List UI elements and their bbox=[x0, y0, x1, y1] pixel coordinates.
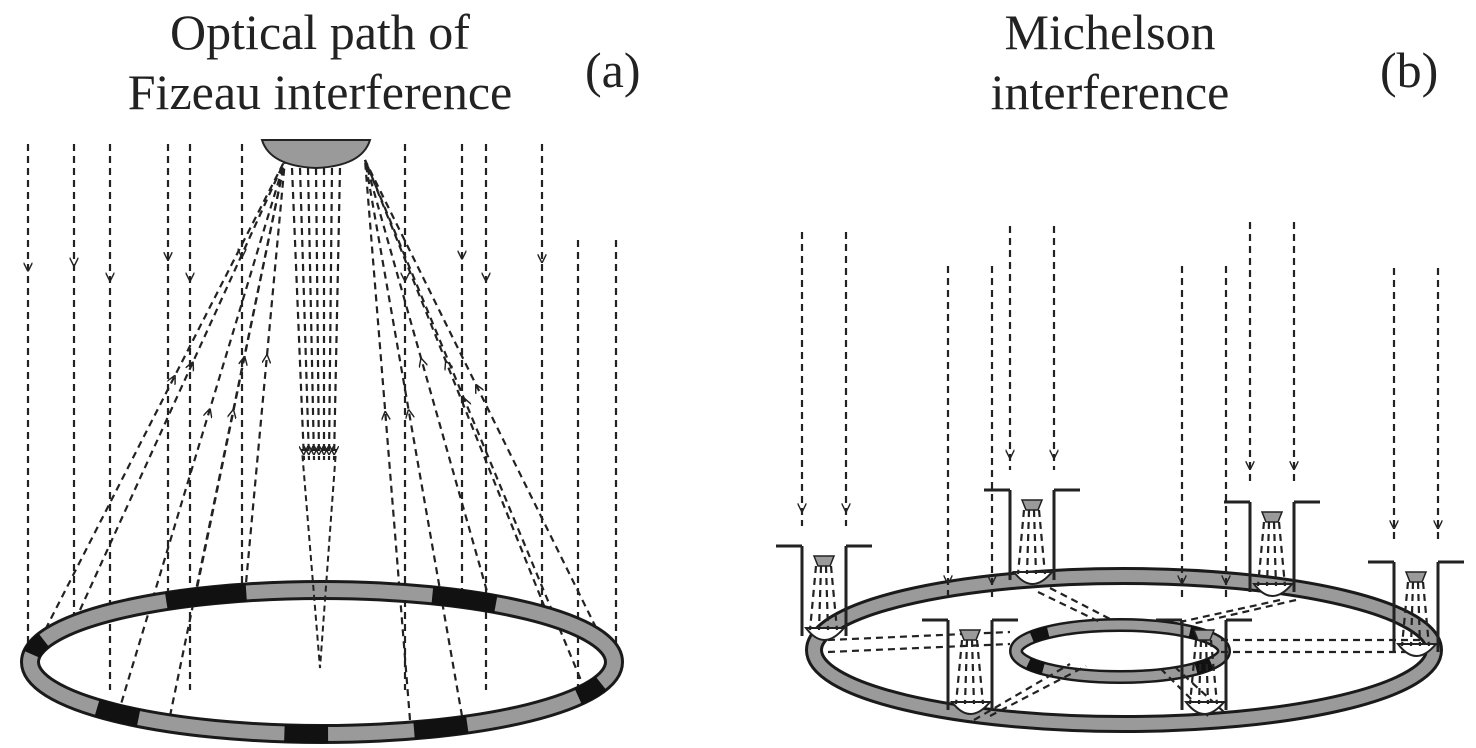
primary-mirror-segment bbox=[284, 724, 329, 743]
primary-mirror bbox=[1183, 701, 1227, 715]
telescope-unit bbox=[776, 232, 872, 641]
internal-ray bbox=[963, 639, 969, 705]
converging-ray bbox=[306, 167, 316, 461]
beam-link bbox=[989, 665, 1087, 717]
reflected-ray bbox=[39, 159, 286, 641]
beam-link bbox=[827, 642, 1011, 654]
internal-ray bbox=[817, 565, 823, 631]
primary-mirror bbox=[1011, 571, 1055, 585]
beam-link bbox=[1191, 598, 1297, 626]
fizeau-title-line-1: Optical path of bbox=[170, 4, 470, 60]
focus-spot bbox=[300, 449, 338, 669]
converging-ray bbox=[332, 167, 342, 461]
reflected-ray bbox=[363, 159, 464, 717]
reflected-ray bbox=[116, 159, 287, 715]
internal-ray bbox=[1025, 509, 1031, 575]
internal-ray bbox=[970, 639, 976, 705]
combiner-segment bbox=[1029, 626, 1050, 643]
reflected-ray bbox=[363, 159, 412, 721]
internal-ray bbox=[1037, 509, 1047, 575]
fizeau-title-line-2: Fizeau interference bbox=[127, 64, 513, 120]
internal-ray bbox=[1277, 521, 1287, 587]
fizeau-diagram bbox=[20, 139, 624, 744]
beam-link bbox=[973, 663, 1071, 721]
panel-label-a: (a) bbox=[585, 42, 641, 98]
fizeau-title: Optical path of Fizeau interference bbox=[60, 2, 580, 122]
internal-ray bbox=[1272, 521, 1278, 587]
primary-mirror-segment bbox=[413, 715, 469, 740]
internal-ray bbox=[1188, 639, 1198, 705]
primary-mirror bbox=[1395, 643, 1439, 657]
reflected-ray bbox=[364, 159, 613, 661]
internal-ray bbox=[829, 565, 839, 631]
beam-link bbox=[1175, 667, 1225, 713]
internal-ray bbox=[1204, 639, 1210, 705]
secondary-mirror bbox=[1020, 499, 1044, 511]
secondary-mirror bbox=[1260, 511, 1284, 523]
primary-mirror bbox=[803, 627, 847, 641]
converging-ray bbox=[314, 167, 321, 461]
reflected-ray bbox=[193, 159, 287, 599]
internal-ray bbox=[1256, 521, 1266, 587]
reflected-ray-arrowhead bbox=[245, 355, 267, 594]
michelson-outer-ring-fill bbox=[808, 570, 1440, 730]
fizeau-panel: Optical path of Fizeau interference (a) bbox=[20, 2, 641, 744]
primary-mirror bbox=[949, 701, 993, 715]
michelson-panel: Michelson interference (b) bbox=[740, 0, 1476, 748]
internal-ray bbox=[1265, 521, 1271, 587]
primary-mirror-segment bbox=[431, 586, 498, 614]
primary-mirror-segment bbox=[94, 699, 141, 727]
internal-ray bbox=[954, 639, 964, 705]
telescope-unit bbox=[1368, 268, 1464, 657]
michelson-title: Michelson interference bbox=[930, 2, 1290, 122]
telescope-unit bbox=[984, 226, 1080, 585]
secondary-mirror bbox=[1192, 629, 1216, 641]
internal-ray bbox=[808, 565, 818, 631]
internal-ray bbox=[824, 565, 830, 631]
internal-ray bbox=[1032, 509, 1038, 575]
reflected-ray bbox=[243, 159, 287, 595]
internal-ray bbox=[1421, 581, 1431, 647]
beam-link bbox=[1037, 591, 1101, 623]
internal-ray bbox=[975, 639, 985, 705]
primary-mirror-segment bbox=[23, 633, 50, 659]
secondary-mirror bbox=[812, 555, 836, 567]
secondary-mirror bbox=[958, 629, 982, 641]
internal-ray bbox=[1209, 639, 1219, 705]
combiner-segment bbox=[1194, 657, 1214, 675]
combiner-segment bbox=[1025, 657, 1045, 675]
converging-ray bbox=[290, 167, 306, 461]
telescope-unit bbox=[922, 266, 1018, 715]
reflected-ray-arrowhead bbox=[385, 412, 410, 720]
panel-label-b: (b) bbox=[1380, 42, 1439, 98]
internal-ray bbox=[1416, 581, 1422, 647]
internal-ray bbox=[1197, 639, 1203, 705]
converging-ray bbox=[298, 167, 311, 461]
reflected-ray bbox=[363, 159, 492, 603]
internal-ray bbox=[1409, 581, 1415, 647]
secondary-mirror bbox=[1404, 571, 1428, 583]
primary-mirror bbox=[1251, 583, 1295, 597]
primary-mirror-segment bbox=[164, 583, 247, 610]
michelson-title-line-2: interference bbox=[990, 64, 1230, 120]
michelson-title-line-1: Michelson bbox=[1004, 4, 1216, 60]
telescope-unit bbox=[1224, 222, 1320, 597]
michelson-diagram bbox=[776, 222, 1464, 733]
internal-ray bbox=[1400, 581, 1410, 647]
secondary-mirror bbox=[260, 139, 372, 170]
primary-mirror-segment bbox=[574, 676, 607, 705]
beam-link bbox=[827, 630, 1011, 642]
beam-link bbox=[1049, 587, 1113, 621]
reflected-ray bbox=[78, 159, 287, 611]
internal-ray bbox=[1016, 509, 1026, 575]
beam-link bbox=[1179, 598, 1281, 624]
converging-ray bbox=[327, 167, 334, 461]
telescope-unit bbox=[1156, 266, 1252, 715]
